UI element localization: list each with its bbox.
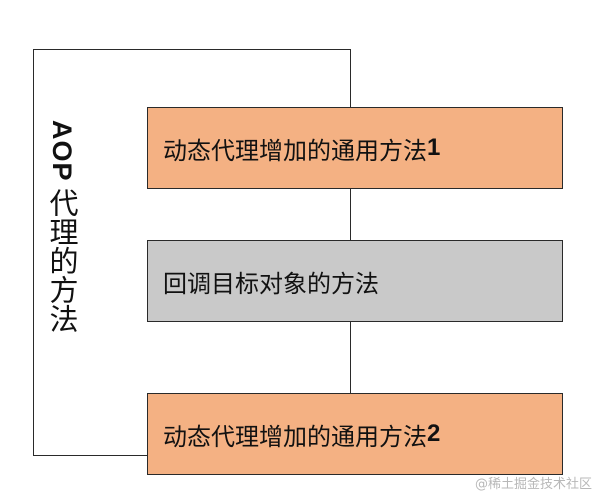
- step-text: 动态代理增加的通用方法: [163, 136, 427, 165]
- step-text: 回调目标对象的方法: [163, 269, 379, 298]
- step-text: 动态代理增加的通用方法: [163, 422, 427, 451]
- step-number: 1: [427, 134, 441, 161]
- step-number: 2: [427, 420, 441, 447]
- step-target-callback: 回调目标对象的方法: [147, 240, 563, 322]
- aop-label-cn: 代理的方法: [45, 187, 79, 333]
- watermark: @稀土掘金技术社区: [474, 477, 592, 492]
- aop-label-latin: AOP: [47, 120, 77, 182]
- aop-proxy-label: AOP 代理的方法: [44, 120, 80, 370]
